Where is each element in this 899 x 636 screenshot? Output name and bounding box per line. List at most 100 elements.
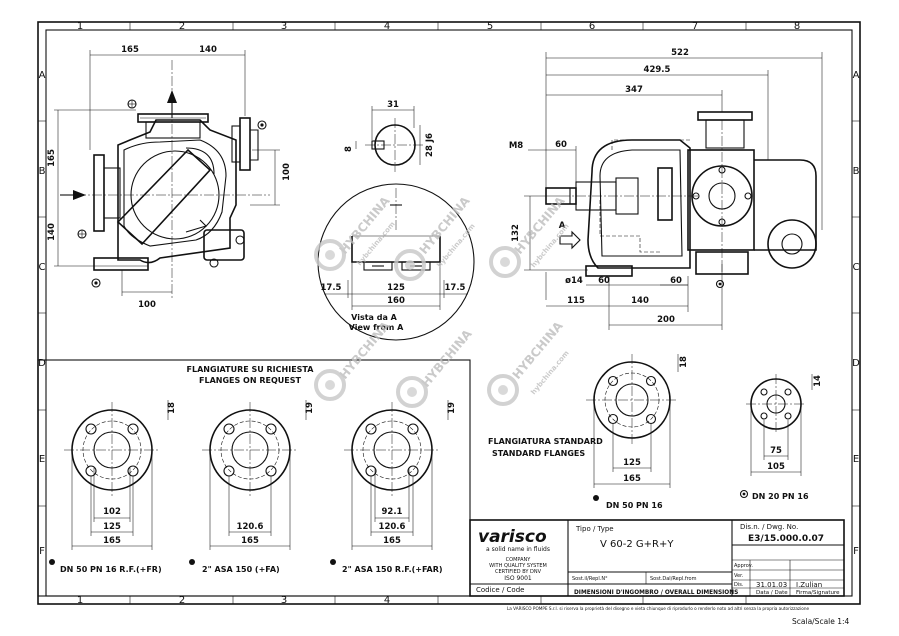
row-label: D xyxy=(38,358,46,369)
company-info: COMPANY xyxy=(506,557,532,563)
row-label: A xyxy=(39,70,46,81)
col-label: 4 xyxy=(384,595,390,606)
flange-label: DN 50 PN 16 R.F.(+FR) xyxy=(60,565,162,574)
row-label: C xyxy=(39,262,46,273)
col-label: 8 xyxy=(794,21,800,32)
section-title: FLANGES ON REQUEST xyxy=(199,376,301,385)
flanges-on-request-panel: FLANGIATURE SU RICHIESTA FLANGES ON REQU… xyxy=(37,359,471,597)
dim-label: ø14 xyxy=(565,276,583,286)
watermark: HYBCHINA HYBCHINA HYBCHINA HYBCHINA HYBC… xyxy=(314,193,571,408)
dim-label: 115 xyxy=(567,296,585,306)
col-label: 3 xyxy=(281,21,287,32)
date-label: Data / Date xyxy=(756,590,788,596)
company-tagline: a solid name in fluids xyxy=(486,546,550,553)
watermark-text: HYBCHINA xyxy=(419,326,476,390)
dim-label: 8 xyxy=(344,146,354,152)
col-label: 1 xyxy=(77,595,83,606)
flange-label: 2" ASA 150 R.F.(+FAR) xyxy=(342,565,443,574)
col-label: 2 xyxy=(179,21,185,32)
signature-label: Firma/Signature xyxy=(796,590,840,596)
dim-label: 200 xyxy=(657,315,675,325)
dim-label: 522 xyxy=(671,48,689,58)
col-label: 3 xyxy=(281,595,287,606)
section-title: STANDARD FLANGES xyxy=(492,449,585,458)
dim-label: 120.6 xyxy=(237,522,264,532)
flange-label: 2" ASA 150 (+FA) xyxy=(202,565,280,574)
flange-asa150-fa: 19 120.6 165 2" ASA 150 (+FA) xyxy=(189,400,315,574)
watermark-text: HYBCHINA xyxy=(510,318,567,382)
dim-label: 120.6 xyxy=(379,522,406,532)
dim-label: 75 xyxy=(770,446,782,456)
dim-label: 125 xyxy=(623,458,641,468)
dim-label: 105 xyxy=(767,462,785,472)
dis-label: Dis. xyxy=(734,582,744,588)
section-title: FLANGIATURE SU RICHIESTA xyxy=(187,365,315,374)
flange-dn50-fr: 18 102 125 165 DN 50 PN 16 R.F.(+FR) xyxy=(49,400,177,574)
dim-label: 17.5 xyxy=(321,283,342,293)
flange-label: DN 50 PN 16 xyxy=(606,501,663,510)
drawing-description: DIMENSIONI D'INGOMBRO / OVERALL DIMENSIO… xyxy=(574,590,738,596)
flange-label: DN 20 PN 16 xyxy=(752,492,809,501)
replaces-label: Sost.il/Repl.N° xyxy=(572,576,608,582)
dim-label: 60 xyxy=(670,276,682,286)
dwg-value: E3/15.000.0.07 xyxy=(748,534,824,544)
company-info: WITH QUALITY SYSTEM xyxy=(489,563,547,569)
dim-label: 125 xyxy=(387,283,405,293)
dim-label: 102 xyxy=(103,507,121,517)
dim-label: 165 xyxy=(241,536,259,546)
company-logo: varisco xyxy=(478,527,547,547)
dim-label: 92.1 xyxy=(382,507,403,517)
code-label: Codice / Code xyxy=(476,586,524,594)
dim-label: 14 xyxy=(813,375,823,387)
col-label: 4 xyxy=(384,21,390,32)
col-label: 5 xyxy=(487,21,493,32)
col-label: 7 xyxy=(692,21,698,32)
dim-label: 19 xyxy=(447,402,457,414)
row-label: A xyxy=(853,70,860,81)
side-view: 522 429.5 347 60 M8 132 ø14 60 60 115 14… xyxy=(509,48,823,330)
dim-label: 125 xyxy=(103,522,121,532)
dim-label: 100 xyxy=(282,163,292,181)
company-info: CERTIFIED BY DNV xyxy=(495,569,542,575)
dim-label: 165 xyxy=(103,536,121,546)
row-label: E xyxy=(853,454,859,465)
approv-label: Approv. xyxy=(734,563,753,569)
dim-label: M8 xyxy=(509,141,523,151)
row-label: C xyxy=(853,262,860,273)
row-label: E xyxy=(39,454,45,465)
dwg-label: Dis.n. / Dwg. No. xyxy=(740,523,798,531)
dim-label: 165 xyxy=(623,474,641,484)
flange-dn50-std: 18 125 165 DN 50 PN 16 xyxy=(586,354,689,510)
row-label: B xyxy=(853,166,860,177)
dim-label: 165 xyxy=(383,536,401,546)
date-value: 31.01.03 xyxy=(756,581,787,589)
col-label: 1 xyxy=(77,21,83,32)
dim-label: 140 xyxy=(631,296,649,306)
key-section: 31 8 28 J6 xyxy=(344,100,435,172)
view-title: View from A xyxy=(349,323,404,332)
ver-label: Ver. xyxy=(734,573,744,579)
dim-label: 347 xyxy=(625,85,643,95)
dim-label: 100 xyxy=(138,300,156,310)
col-label: 6 xyxy=(589,21,595,32)
view-title: Vista da A xyxy=(351,313,397,322)
dim-label: 18 xyxy=(167,402,177,414)
dim-label: 429.5 xyxy=(644,65,671,75)
standard-flanges: FLANGIATURA STANDARD STANDARD FLANGES 18… xyxy=(488,354,823,510)
section-title: FLANGIATURA STANDARD xyxy=(488,437,603,446)
flange-asa150-far: 19 92.1 120.6 165 2" ASA 150 R.F.(+FAR) xyxy=(330,400,457,574)
signature-value: I.Zulian xyxy=(796,581,822,589)
dim-label: 60 xyxy=(555,140,567,150)
dim-label: 18 xyxy=(679,356,689,368)
row-label: F xyxy=(39,546,45,557)
scale-label: Scala/Scale 1:4 xyxy=(792,617,850,626)
row-label: F xyxy=(853,546,859,557)
dim-label: 140 xyxy=(47,223,57,241)
dim-label: 19 xyxy=(305,402,315,414)
copyright-footer: La VARISCO POMPE S.r.l. si riserva la pr… xyxy=(507,606,810,611)
dim-label: 132 xyxy=(511,224,521,242)
dim-label: 165 xyxy=(121,45,139,55)
dim-label: 165 xyxy=(47,149,57,167)
company-info: ISO 9001 xyxy=(504,575,532,582)
